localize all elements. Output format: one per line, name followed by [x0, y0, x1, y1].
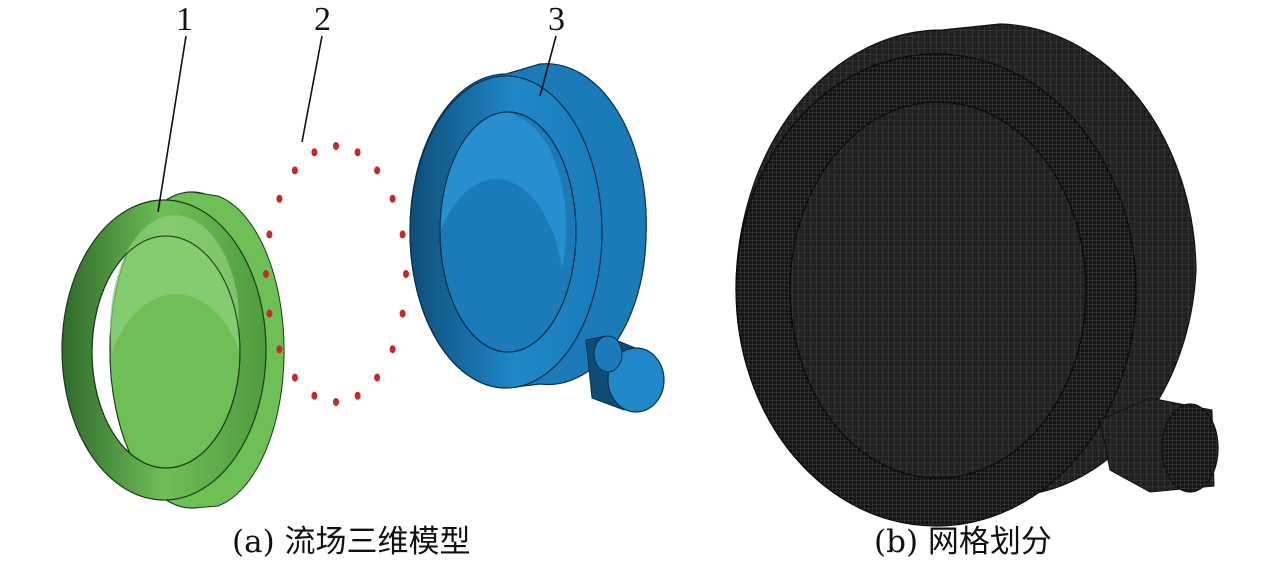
panel-a: 1 2 3 (a) 流场三维模型: [61, 1, 665, 560]
label-part1: 1: [176, 1, 193, 38]
red-dot: [374, 166, 381, 175]
caption-a: (a) 流场三维模型: [232, 524, 471, 560]
red-dot: [266, 309, 273, 318]
part1-green-ring: [61, 191, 285, 509]
red-dot: [276, 194, 283, 203]
red-dot: [354, 391, 361, 400]
red-dot: [311, 391, 318, 400]
leader-line-2: [301, 35, 323, 143]
caption-b: (b) 网格划分: [874, 524, 1052, 560]
red-dot: [276, 345, 283, 354]
red-dot: [403, 270, 409, 278]
panel-b: (b) 网格划分: [735, 23, 1219, 560]
leader-line-1: [157, 35, 187, 213]
red-dot: [389, 194, 396, 203]
red-dot: [291, 373, 298, 382]
red-dot: [333, 142, 339, 150]
mesh-housing: [735, 23, 1219, 527]
red-dot: [354, 148, 361, 157]
leader-line-3: [539, 35, 557, 97]
red-dot: [374, 373, 381, 382]
red-dot: [399, 230, 406, 239]
red-dot: [399, 309, 406, 318]
part2-red-dots: [263, 142, 409, 406]
red-dot: [266, 230, 273, 239]
red-dot: [333, 398, 339, 406]
label-part2: 2: [314, 1, 331, 38]
red-dot: [291, 166, 298, 175]
red-dot: [389, 345, 396, 354]
red-dot: [311, 148, 318, 157]
red-dot: [263, 270, 269, 278]
part3-blue-housing: [409, 63, 665, 413]
label-part3: 3: [548, 1, 565, 38]
